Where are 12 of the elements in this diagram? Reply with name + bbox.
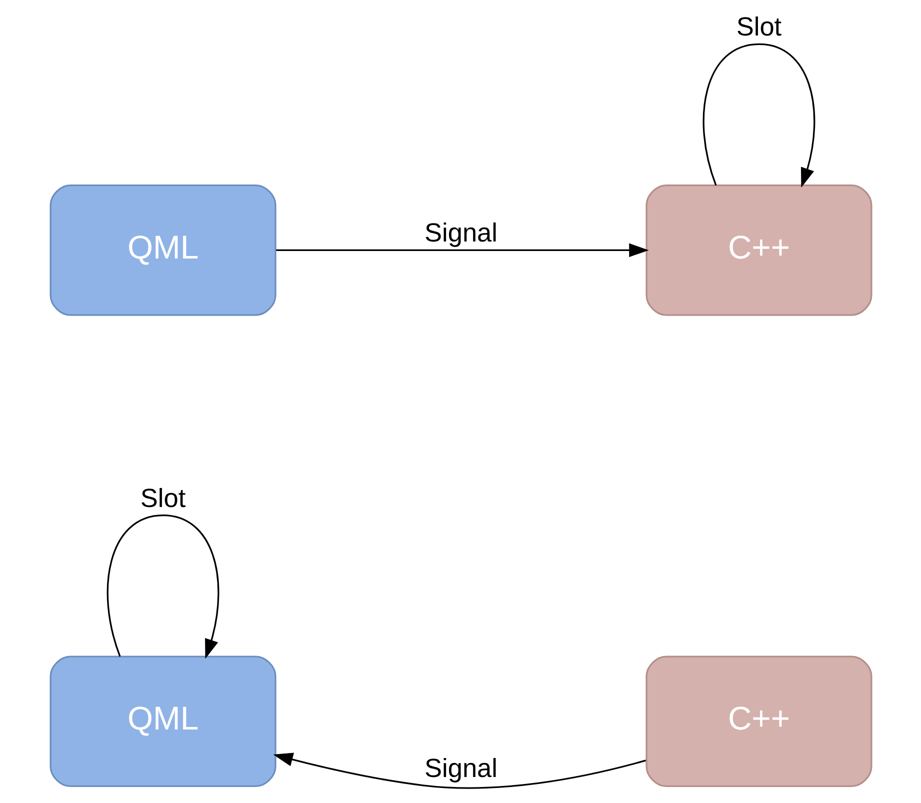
- edge-label: Signal: [424, 218, 497, 248]
- edge-label: Slot: [736, 12, 782, 42]
- arrow: [702, 43, 815, 188]
- arrow: [276, 243, 648, 258]
- arrow: [272, 752, 646, 789]
- node-box: QML: [49, 184, 276, 316]
- arrow: [106, 514, 219, 659]
- node-box: QML: [49, 656, 276, 788]
- node-box: C++: [645, 184, 872, 316]
- edge-label: Slot: [140, 482, 186, 513]
- node-box: C++: [645, 656, 872, 788]
- edge-label: Signal: [424, 752, 497, 783]
